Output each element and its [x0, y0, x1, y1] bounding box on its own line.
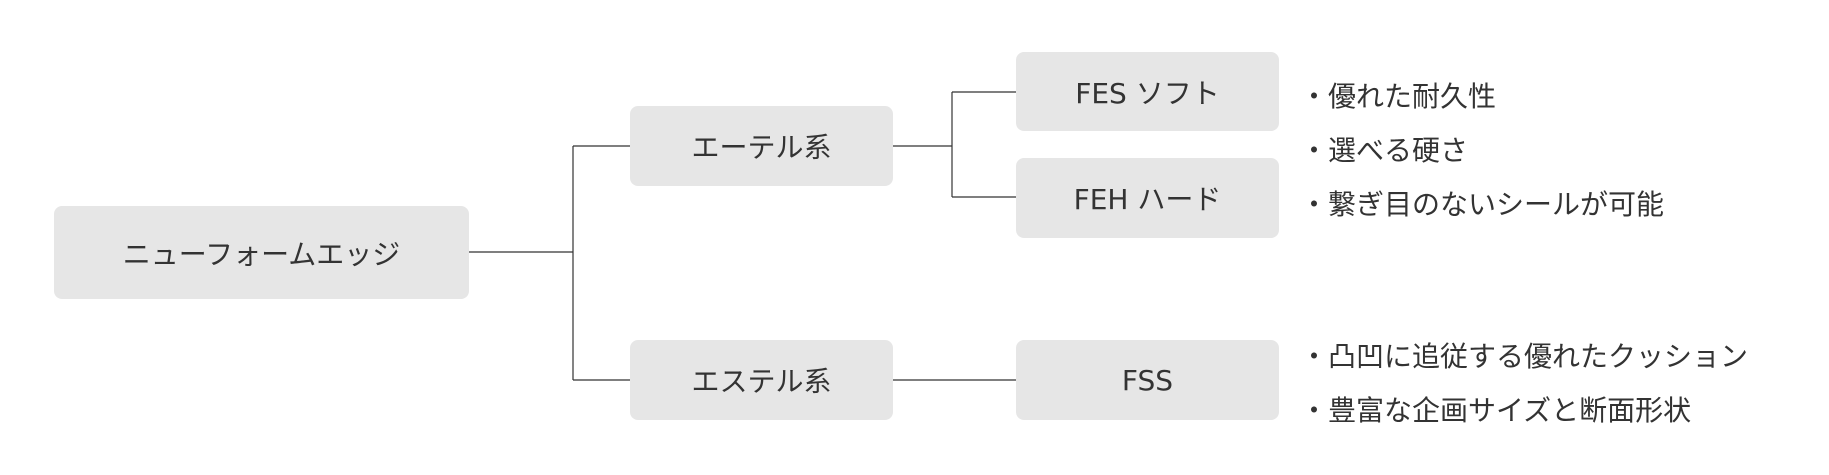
root-node: ニューフォームエッジ	[54, 206, 469, 299]
category-label-ether: エーテル系	[691, 131, 832, 164]
feature-item: ・選べる硬さ	[1300, 134, 1469, 167]
feature-item: ・優れた耐久性	[1300, 80, 1497, 113]
feature-item: ・繋ぎ目のないシールが可能	[1300, 188, 1665, 221]
category-label-ester: エステル系	[691, 365, 832, 398]
product-label-feh: FEH ハード	[1073, 183, 1222, 216]
category-node-ester: エステル系	[630, 340, 893, 420]
product-node-feh: FEH ハード	[1016, 158, 1279, 238]
product-node-fes: FES ソフト	[1016, 52, 1279, 131]
ether-feature-list: ・優れた耐久性 ・選べる硬さ ・繋ぎ目のないシールが可能	[1300, 70, 1664, 232]
root-label: ニューフォームエッジ	[122, 237, 401, 271]
product-node-fss: FSS	[1016, 340, 1279, 420]
category-node-ether: エーテル系	[630, 106, 893, 186]
product-label-fss: FSS	[1121, 363, 1174, 397]
ester-feature-list: ・凸凹に追従する優れたクッション ・豊富な企画サイズと断面形状	[1300, 330, 1748, 438]
feature-item: ・豊富な企画サイズと断面形状	[1300, 394, 1692, 427]
product-label-fes: FES ソフト	[1075, 76, 1220, 110]
feature-item: ・凸凹に追従する優れたクッション	[1300, 340, 1749, 373]
